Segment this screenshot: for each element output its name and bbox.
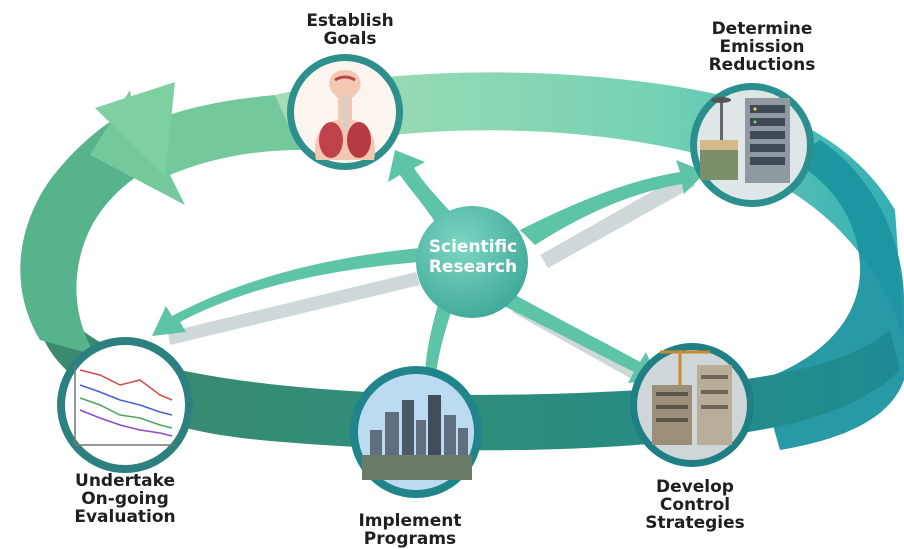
- arrow-to-evaluation: [152, 248, 420, 336]
- label-develop-control-strategies: Develop Control Strategies: [615, 478, 775, 532]
- respiratory-system-icon: [314, 70, 376, 160]
- arrow-to-emission: [520, 160, 706, 245]
- label-strategies-line1: Develop: [656, 477, 734, 497]
- inner-arrows: [152, 150, 706, 395]
- node-goals: [287, 54, 403, 170]
- ring-arrowhead: [90, 90, 300, 205]
- label-determine-emission-reductions: Determine Emission Reductions: [682, 20, 842, 74]
- label-evaluation-line3: Evaluation: [74, 507, 176, 527]
- center-label: Scientific Research: [398, 237, 548, 277]
- center-node: [416, 206, 528, 318]
- label-undertake-evaluation: Undertake On-going Evaluation: [45, 472, 205, 526]
- label-emission-line2: Emission: [719, 37, 805, 57]
- node-emission: [690, 83, 814, 207]
- node-evaluation: [57, 337, 193, 473]
- label-evaluation-line2: On-going: [81, 489, 169, 509]
- arrow-to-goals: [388, 150, 458, 230]
- label-strategies-line2: Control: [659, 495, 731, 515]
- label-strategies-line3: Strategies: [645, 513, 745, 533]
- label-emission-line3: Reductions: [708, 55, 816, 75]
- shadow-to-emission: [540, 170, 695, 268]
- construction-site-icon: [652, 350, 732, 445]
- ring-arrowhead-tip: [95, 82, 175, 176]
- label-implement-programs: Implement Programs: [330, 512, 490, 548]
- center-label-line1: Scientific: [428, 237, 518, 257]
- arrow-to-strategies: [500, 292, 658, 383]
- center-label-line2: Research: [428, 257, 518, 277]
- label-goals-line1: Establish: [306, 11, 394, 31]
- node-programs: [350, 366, 482, 498]
- label-goals-line2: Goals: [323, 29, 377, 49]
- label-programs-line2: Programs: [363, 529, 457, 549]
- arrow-to-programs: [414, 298, 455, 395]
- node-strategies: [630, 343, 754, 467]
- monitoring-equipment-icon: [700, 97, 790, 183]
- city-skyline-icon: [362, 395, 472, 480]
- label-evaluation-line1: Undertake: [75, 471, 175, 491]
- label-programs-line1: Implement: [358, 511, 462, 531]
- label-establish-goals: Establish Goals: [295, 12, 405, 48]
- shadow-to-evaluation: [168, 272, 420, 345]
- trend-chart-icon: [74, 365, 175, 446]
- label-emission-line1: Determine: [711, 19, 813, 39]
- center-circle: [416, 206, 528, 318]
